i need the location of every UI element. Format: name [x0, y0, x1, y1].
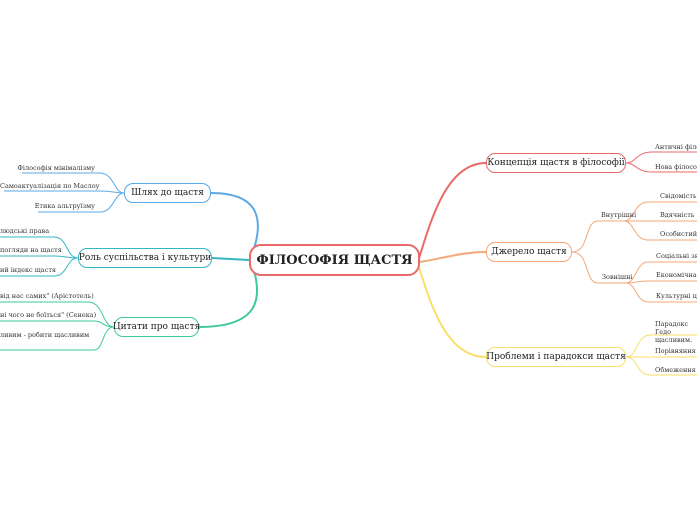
- subtopic-internal-3[interactable]: Особистий р: [660, 230, 697, 238]
- subtopic-path-2[interactable]: Самоактуалізація по Маслоу: [0, 182, 100, 190]
- subtopic-path-1[interactable]: Філософія мінімалізму: [17, 164, 95, 172]
- topic-quotes[interactable]: Цитати про щастя: [112, 317, 201, 337]
- subtopic-source-external[interactable]: Зовнішні: [602, 273, 633, 281]
- subtopic-quote-3[interactable]: ливим - робити щасливим: [0, 331, 90, 339]
- subtopic-external-3[interactable]: Культурні цін: [656, 292, 697, 300]
- topic-path-label: Шлях до щастя: [131, 188, 204, 198]
- subtopic-paradox-1[interactable]: Парадокс Гедо щасливим.: [655, 320, 693, 344]
- connector-central-quotes: [198, 263, 259, 328]
- topic-source-label: Джерело щастя: [491, 247, 567, 257]
- connector-central-source: [419, 251, 487, 263]
- subtopic-external-1[interactable]: Соціальні зв': [656, 252, 697, 260]
- subtopic-path-3[interactable]: Етика альтруїзму: [34, 202, 95, 210]
- subtopic-concept-2[interactable]: Нова філософ: [655, 163, 697, 171]
- topic-society-label: Роль суспільства і культури: [78, 253, 212, 263]
- topic-concept[interactable]: Концепція щастя в філософії: [486, 153, 626, 173]
- subtopic-internal-1[interactable]: Свідомість: [660, 192, 697, 200]
- topic-society[interactable]: Роль суспільства і культури: [78, 248, 212, 268]
- subtopic-internal-2[interactable]: Вдячність: [660, 211, 695, 219]
- subtopic-paradox-3[interactable]: Обмеження ма: [655, 366, 697, 374]
- central-topic-title: ФІЛОСОФІЯ ЩАСТЯ: [256, 252, 413, 268]
- subtopic-society-1[interactable]: людські права: [0, 227, 50, 235]
- subtopic-society-3[interactable]: ий індекс щастя: [0, 266, 57, 274]
- topic-quotes-label: Цитати про щастя: [112, 322, 201, 332]
- topic-paradoxes-label: Проблеми і парадокси щастя: [486, 352, 626, 362]
- topic-source[interactable]: Джерело щастя: [486, 242, 572, 262]
- subtopic-source-internal[interactable]: Внутрішні: [601, 211, 637, 219]
- subtopic-paradox-2[interactable]: Порівняння з: [655, 347, 697, 355]
- topic-path[interactable]: Шлях до щастя: [124, 183, 211, 203]
- subtopic-external-2[interactable]: Економічна ст: [656, 271, 697, 279]
- subtopic-concept-1[interactable]: Античні філо: [655, 143, 697, 151]
- subtopic-society-2[interactable]: погляди на щастя: [0, 246, 62, 254]
- subtopic-quote-1[interactable]: від нас самих" (Арістотель): [0, 292, 94, 300]
- topic-concept-label: Концепція щастя в філософії: [487, 158, 625, 168]
- central-topic[interactable]: ФІЛОСОФІЯ ЩАСТЯ: [249, 244, 420, 276]
- connector-central-concept: [417, 162, 487, 263]
- topic-paradoxes[interactable]: Проблеми і парадокси щастя: [486, 347, 626, 367]
- subtopic-quote-2[interactable]: ні чого не боїться" (Сенека): [0, 311, 97, 319]
- connector-central-paradoxes: [417, 263, 487, 358]
- connector-central-society: [211, 257, 250, 261]
